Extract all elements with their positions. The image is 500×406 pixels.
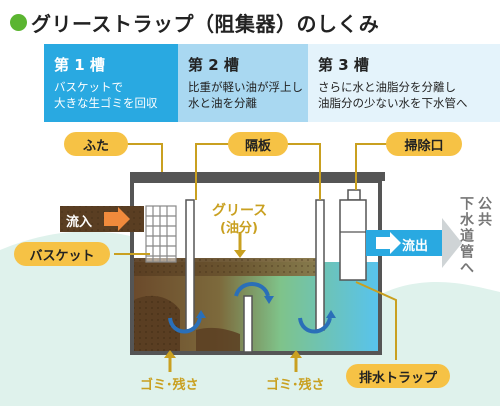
flow-arrow-1 [168, 317, 202, 334]
debris-label-left: ゴミ･残さ [140, 378, 199, 393]
flow-arrow-2 [234, 282, 270, 297]
green-dot-icon [10, 13, 27, 31]
step-2: 第 2 槽 比重が軽い油が浮上し 水と油を分離 [178, 44, 308, 122]
tank-lid [130, 172, 385, 181]
step-2-desc: 比重が軽い油が浮上し 水と油を分離 [188, 80, 303, 110]
drain-trap [339, 199, 367, 281]
grease-label: グリース [212, 203, 268, 219]
leader-cleanout [355, 143, 388, 190]
sewer-text-col2: 下水道管へ [458, 196, 474, 276]
step-2-title: 第 2 槽 [188, 56, 239, 74]
step-3-desc: さらに水と油脂分を分離し 油脂分の少ない水を下水管へ [318, 80, 468, 110]
debris-label-right: ゴミ･残さ [266, 378, 325, 393]
sewer-text-col1: 公共 [476, 196, 492, 228]
step-3: 第 3 槽 さらに水と油脂分を分離し 油脂分の少ない水を下水管へ [308, 44, 500, 122]
grease-arrow [234, 250, 246, 258]
inflow-label: 流入 [66, 215, 93, 230]
partition-2 [243, 295, 253, 353]
partition-3 [315, 199, 325, 331]
flow-arrow-3 [298, 317, 332, 334]
callout-drain-trap: 排水トラップ [346, 364, 450, 388]
outflow-arrow [376, 232, 401, 254]
leader-partition [195, 143, 230, 200]
step-3-title: 第 3 槽 [318, 56, 369, 74]
step-1: 第 1 槽 バスケットで 大きな生ゴミを回収 [44, 44, 178, 122]
callout-partition: 隔板 [228, 132, 288, 156]
basket-grid [145, 205, 177, 263]
outflow-label: 流出 [402, 239, 429, 254]
page-title: グリーストラップ（阻集器）のしくみ [10, 8, 379, 36]
inflow-arrow [104, 207, 130, 231]
leader-trap [355, 281, 397, 360]
step-1-desc: バスケットで 大きな生ゴミを回収 [54, 80, 158, 110]
cleanout-cap [347, 189, 361, 201]
partition-1 [185, 199, 195, 331]
callout-basket: バスケット [14, 242, 110, 266]
title-text: グリーストラップ（阻集器）のしくみ [31, 11, 380, 36]
step-1-title: 第 1 槽 [54, 56, 105, 74]
grease-sublabel: (油分) [220, 221, 258, 236]
debris-arrow-left [164, 350, 176, 358]
sewer-arrow [442, 218, 462, 268]
debris-arrow-right [290, 350, 302, 358]
callout-cleanout: 掃除口 [386, 132, 462, 156]
steps-banner: 第 1 槽 バスケットで 大きな生ゴミを回収 第 2 槽 比重が軽い油が浮上し … [44, 44, 500, 122]
callout-lid: ふた [64, 132, 128, 156]
